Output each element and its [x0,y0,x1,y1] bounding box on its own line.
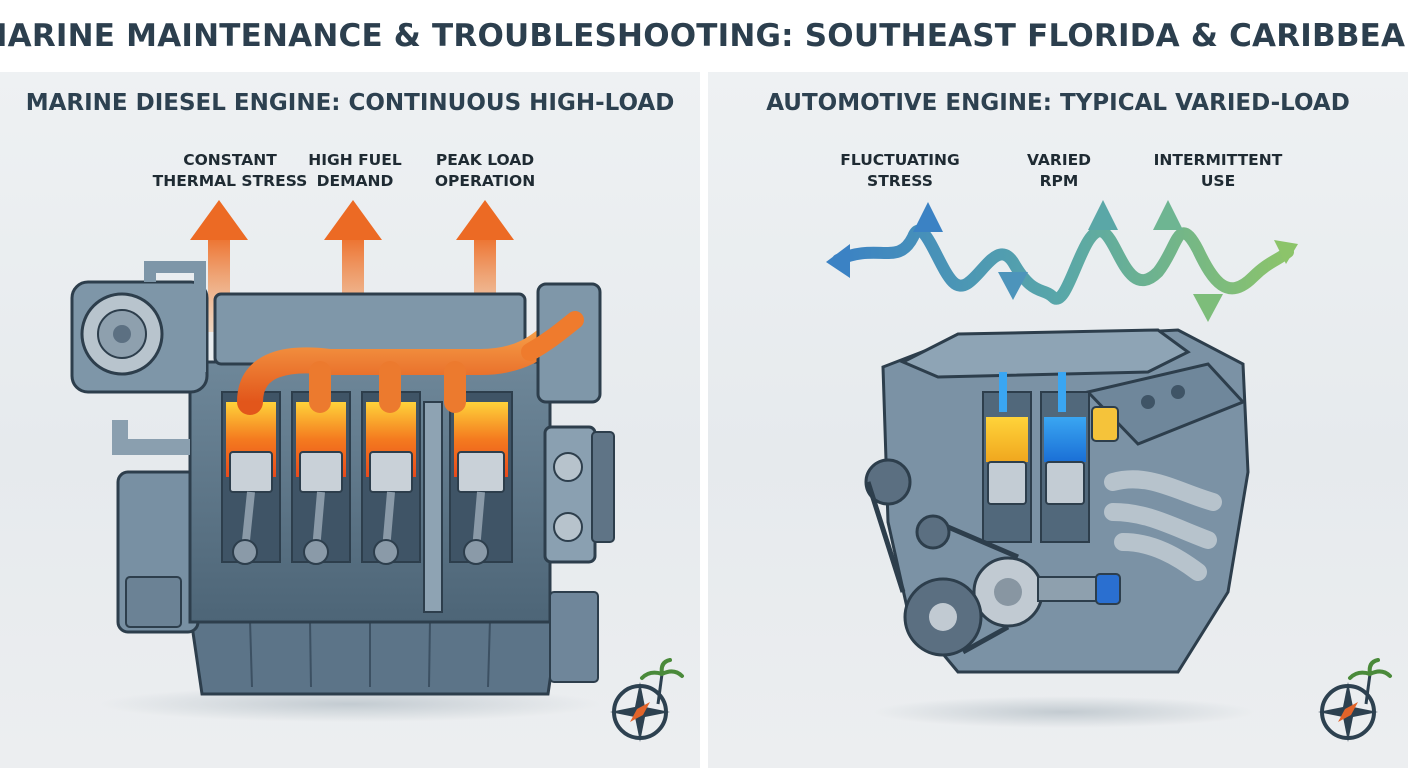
cylinder-1 [221,391,281,565]
pulley-belt-assembly [543,425,615,564]
engine-shadow [874,696,1254,728]
fluctuating-load-wave [826,200,1298,322]
cylinder-2 [291,391,351,565]
marine-engine-panel: MARINE DIESEL ENGINE: CONTINUOUS HIGH-LO… [0,72,700,768]
marine-engine-illustration [70,200,684,742]
turbocharger [70,261,209,455]
cylinder-4 [449,391,513,565]
automotive-engine-panel: AUTOMOTIVE ENGINE: TYPICAL VARIED-LOAD F… [708,72,1408,768]
label-peak-load-operation: PEAK LOAD OPERATION [434,151,536,190]
label-varied-rpm: VARIED RPM [1026,151,1092,190]
exhaust-riser [521,282,602,404]
compass-palm-logo-icon [610,658,684,742]
marine-panel-title: MARINE DIESEL ENGINE: CONTINUOUS HIGH-LO… [25,90,675,116]
automotive-engine [864,328,1250,674]
cylinder-3 [361,391,421,565]
label-constant-thermal-stress: CONSTANT THERMAL STRESS [152,151,308,190]
automotive-engine-illustration [826,200,1392,742]
label-high-fuel-demand: HIGH FUEL DEMAND [308,151,402,190]
label-fluctuating-stress: FLUCTUATING STRESS [840,151,960,190]
label-intermittent-use: INTERMITTENT USE [1153,151,1283,190]
page-title: MARINE MAINTENANCE & TROUBLESHOOTING: SO… [0,18,1408,54]
panel-divider [700,72,708,768]
automotive-panel-title: AUTOMOTIVE ENGINE: TYPICAL VARIED-LOAD [766,90,1350,116]
compass-palm-logo-icon [1318,658,1392,742]
oil-pan [188,610,562,696]
title-bar: MARINE MAINTENANCE & TROUBLESHOOTING: SO… [0,0,1408,72]
